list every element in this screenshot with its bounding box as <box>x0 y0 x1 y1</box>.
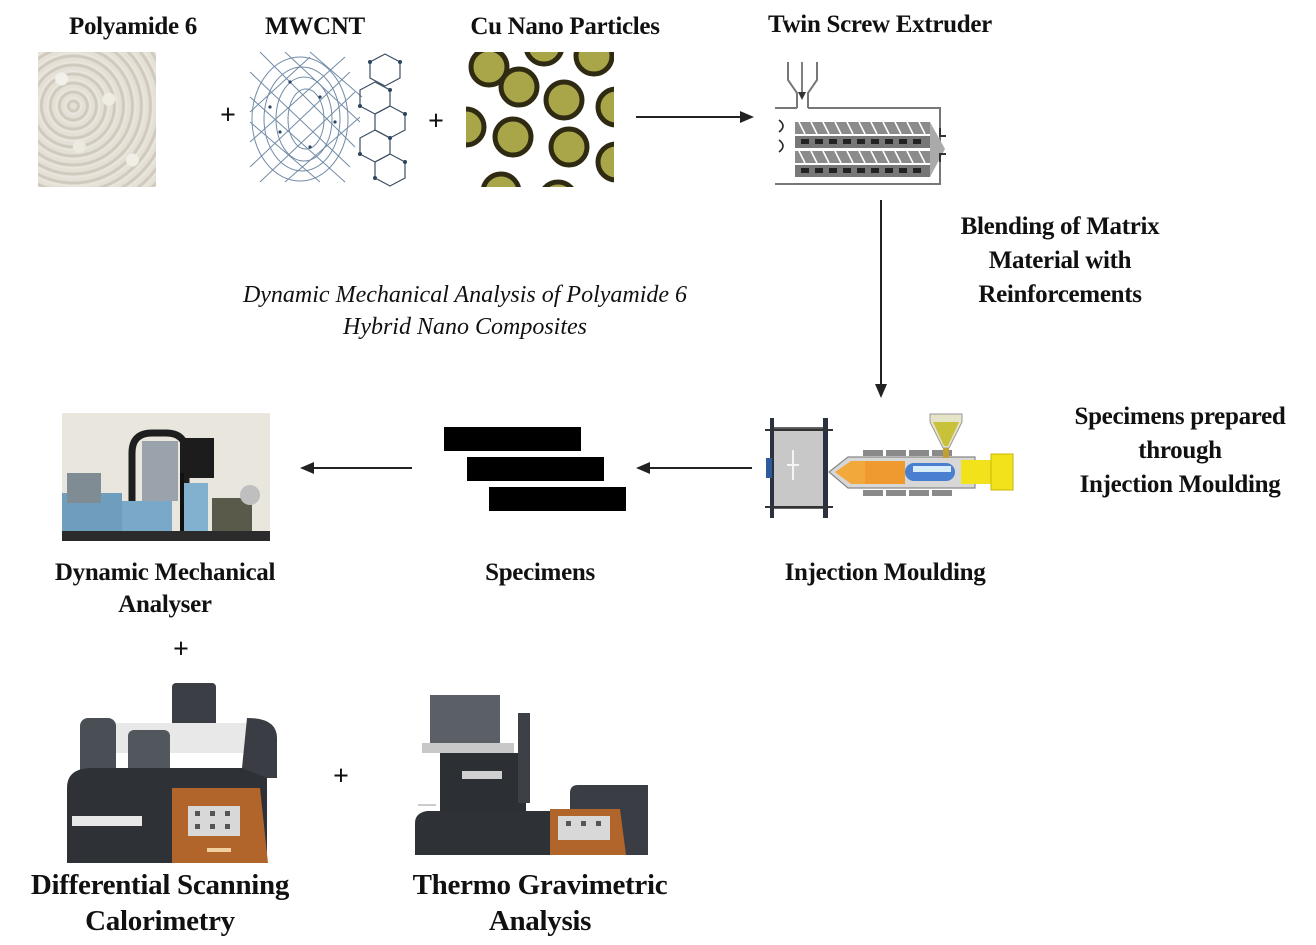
arrow-to-injection <box>875 200 887 398</box>
title-line-1: Dynamic Mechanical Analysis of Polyamide… <box>242 282 688 308</box>
blending-line-1: Blending of Matrix <box>960 213 1160 240</box>
plus-sign-4: + <box>333 761 349 792</box>
blending-line-2: Material with <box>988 247 1132 274</box>
specimen-bar-2 <box>467 457 604 481</box>
injection-note-line-3: Injection Moulding <box>1079 471 1281 498</box>
arrow-to-extruder <box>636 111 754 123</box>
polyamide-pellets-image <box>38 52 156 187</box>
extruder-label: Twin Screw Extruder <box>768 11 992 38</box>
specimen-bar-3 <box>489 487 626 511</box>
specimen-bar-1 <box>444 427 581 451</box>
plus-sign-1: + <box>220 100 236 131</box>
dma-line-2: Analyser <box>118 591 212 618</box>
injection-note: Specimens prepared through Injection Mou… <box>1040 402 1316 500</box>
tga-line-1: Thermo Gravimetric <box>412 869 668 901</box>
injection-moulding-label: Injection Moulding <box>784 559 986 586</box>
title-line-2: Hybrid Nano Composites <box>342 314 587 340</box>
blending-label: Blending of Matrix Material with Reinfor… <box>915 212 1205 310</box>
twin-screw-extruder-image <box>775 62 946 185</box>
dma-label: Dynamic Mechanical Analyser <box>20 558 310 620</box>
mwcnt-label: MWCNT <box>265 13 365 40</box>
diagram-title: Dynamic Mechanical Analysis of Polyamide… <box>150 280 780 342</box>
mwcnt-image <box>249 51 407 187</box>
plus-sign-2: + <box>428 106 444 137</box>
dsc-line-2: Calorimetry <box>85 905 235 937</box>
tga-line-2: Analysis <box>488 905 592 937</box>
polyamide-label: Polyamide 6 <box>69 13 197 40</box>
injection-note-line-1: Specimens prepared <box>1074 403 1286 430</box>
dsc-instrument-image <box>67 683 277 863</box>
plus-sign-3: + <box>173 634 189 665</box>
injection-moulding-image <box>765 413 1014 518</box>
dsc-label: Differential Scanning Calorimetry <box>0 867 320 939</box>
specimens-label: Specimens <box>485 559 595 586</box>
dma-instrument-image <box>62 413 270 541</box>
injection-note-line-2: through <box>1138 437 1222 464</box>
arrow-to-specimens <box>636 462 752 474</box>
tga-instrument-image <box>415 695 648 855</box>
cu-nano-label: Cu Nano Particles <box>470 13 660 40</box>
blending-line-3: Reinforcements <box>978 281 1142 308</box>
tga-label: Thermo Gravimetric Analysis <box>380 867 700 939</box>
cu-nano-particles-image <box>466 52 614 187</box>
dsc-line-1: Differential Scanning <box>30 869 290 901</box>
dma-line-1: Dynamic Mechanical <box>54 559 276 586</box>
arrow-to-dma <box>300 462 412 474</box>
